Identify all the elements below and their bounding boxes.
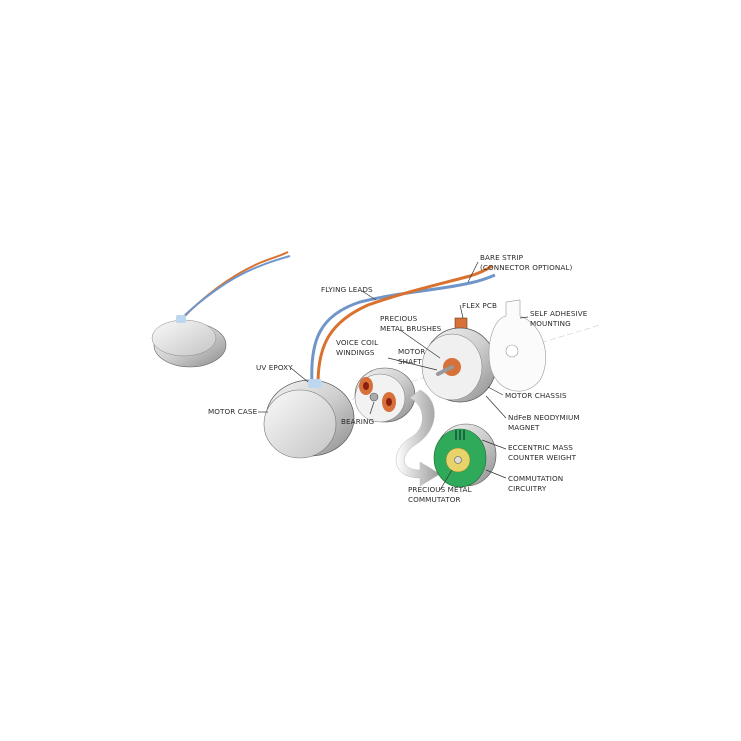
label-motor-case: MOTOR CASE xyxy=(208,407,258,416)
leader-lines xyxy=(258,261,529,491)
motor-chassis xyxy=(421,317,497,403)
flying-leads-wires xyxy=(310,264,496,385)
label-uv-epoxy: UV EPOXY xyxy=(256,363,293,372)
label-motor-chassis: MOTOR CHASSIS xyxy=(505,391,567,400)
motor-case xyxy=(263,379,355,459)
self-adhesive-mounting xyxy=(488,299,546,392)
label-flex-pcb: FLEX PCB xyxy=(462,301,497,310)
assembled-motor xyxy=(151,251,291,368)
label-flying-leads: FLYING LEADS xyxy=(321,285,373,294)
label-bearing: BEARING xyxy=(341,417,374,426)
voice-coil-part xyxy=(354,367,416,423)
commutation-pcb xyxy=(433,423,497,488)
label-bare-strip: BARE STRIP(CONNECTOR OPTIONAL) xyxy=(480,253,572,272)
